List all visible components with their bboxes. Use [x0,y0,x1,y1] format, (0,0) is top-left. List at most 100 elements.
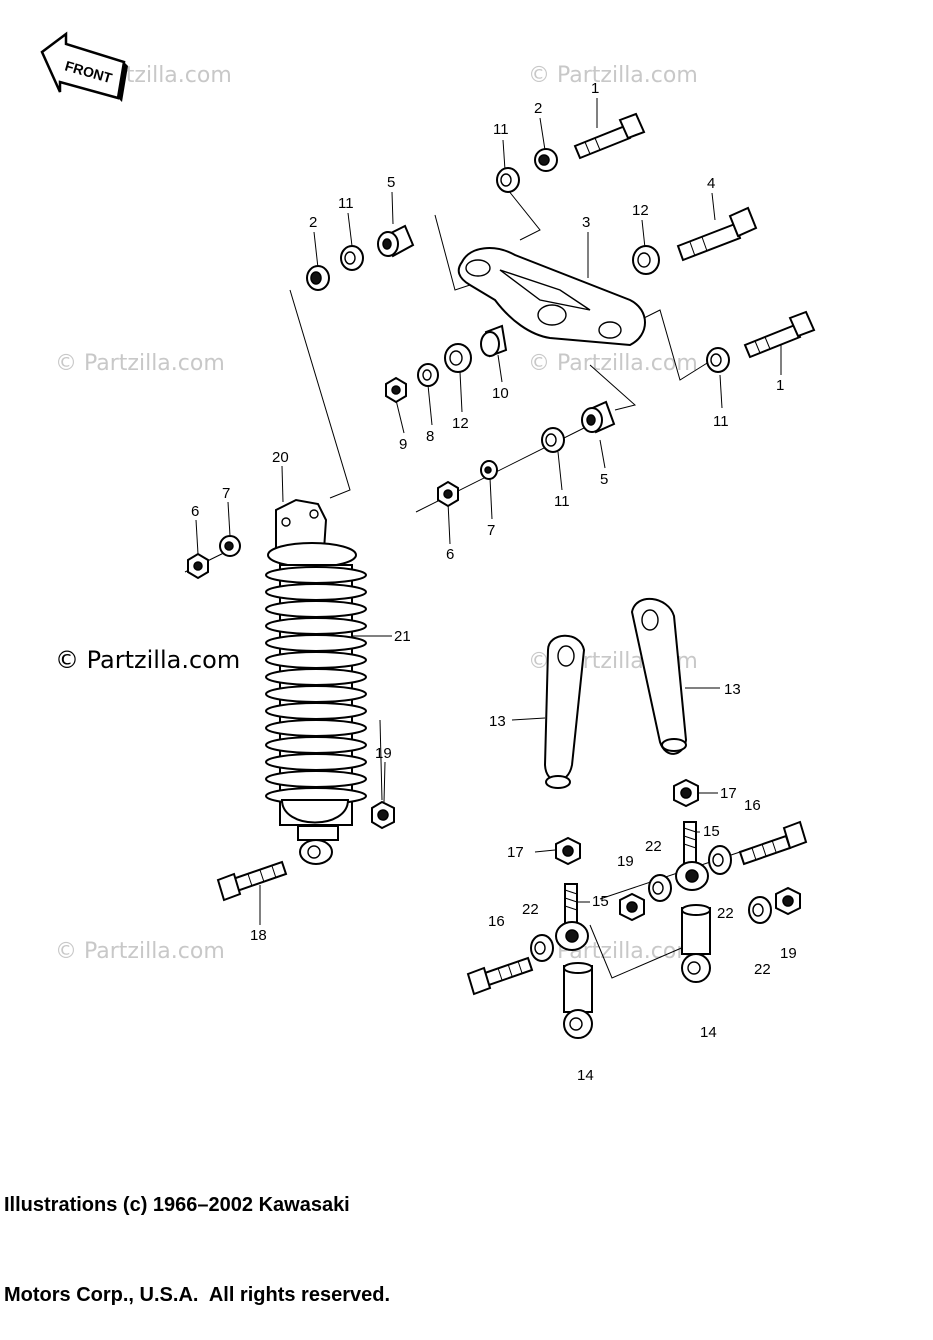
rod-end-part-14-right [681,904,711,983]
nut-part-17-left [555,836,581,866]
spring-coil [265,617,367,635]
watermark: © Partzilla.com [528,351,698,376]
callout-22: 22 [717,905,734,922]
callout-21: 21 [394,628,411,645]
callout-4: 4 [707,175,715,192]
callout-7: 7 [222,485,230,502]
callout-14: 14 [577,1067,594,1084]
nut-part-6-shock [187,552,209,580]
callout-22: 22 [645,838,662,855]
washer-part-11-left [340,245,364,271]
callout-20: 20 [272,449,289,466]
washer-part-11-upper [496,167,520,193]
washer-part-22-c [708,845,732,875]
callout-3: 3 [582,214,590,231]
bolt-part-18 [216,860,288,902]
spring-coil [265,651,367,669]
callout-1: 1 [776,377,784,394]
callout-1: 1 [591,80,599,97]
stud-part-15-right [675,821,709,891]
spring-coil [265,566,367,584]
front-arrow-icon: FRONT [40,31,128,102]
bolt-part-16-right [738,820,808,866]
callout-15: 15 [703,823,720,840]
washer-part-22-a [530,934,554,962]
callout-12: 12 [452,415,469,432]
callout-11: 11 [713,413,729,430]
callout-17: 17 [507,844,524,861]
caption-line-1: Illustrations (c) 1966–2002 Kawasaki [4,1194,350,1216]
callout-2: 2 [309,214,317,231]
callout-16: 16 [744,797,761,814]
callout-22: 22 [754,961,771,978]
callout-17: 17 [720,785,737,802]
caption-line-2: Motors Corp., U.S.A. All rights reserved… [4,1284,390,1306]
spring-coil [265,668,367,686]
callout-11: 11 [554,493,570,510]
callout-5: 5 [600,471,608,488]
rod-end-part-14-left [563,962,593,1039]
callout-18: 18 [250,927,267,944]
callout-5: 5 [387,174,395,191]
callout-15: 15 [592,893,609,910]
copyright-caption: Illustrations (c) 1966–2002 Kawasaki Mot… [4,1130,390,1340]
spring-coil [265,770,367,788]
watermark: © Partzilla.com [528,63,698,88]
callout-13: 13 [489,713,506,730]
bushing-part-5-lower [581,400,616,434]
nut-part-19-left [619,892,645,922]
callout-11: 11 [338,195,354,212]
tie-rod-part-13-left [543,634,586,789]
bushing-part-5-upper [377,224,415,258]
washer-part-7-shock [219,535,241,557]
callout-6: 6 [446,546,454,563]
watermark: © Partzilla.com [55,646,240,674]
callout-11: 11 [493,121,509,138]
callouts: 1 1 2 2 3 4 5 5 6 6 7 7 8 9 10 11 11 11 … [191,80,797,1084]
collar-part-12-middle [444,343,472,373]
callout-10: 10 [492,385,509,402]
callout-22: 22 [522,901,539,918]
callout-16: 16 [488,913,505,930]
callout-19: 19 [617,853,634,870]
spring-coil [265,702,367,720]
nut-part-17-right [673,778,699,808]
callout-13: 13 [724,681,741,698]
callout-19: 19 [780,945,797,962]
nut-part-19-shock [371,800,395,830]
washer-part-2-upper [534,148,558,172]
tie-rod-part-13-right [630,597,688,755]
washer-part-2-left [306,265,330,291]
nut-part-6-lower [437,480,459,508]
watermark: © Partzilla.com [55,939,225,964]
washer-part-22-d [748,896,772,924]
callout-lines [195,98,782,925]
spring-coil [265,583,367,601]
washer-part-22-b [648,874,672,902]
spring-coil [265,685,367,703]
rear-suspension-parts-diagram: © Partzilla.com © Partzilla.com © Partzi… [40,31,816,1084]
callout-8: 8 [426,428,434,445]
bolt-part-1-upper [573,112,646,160]
spring-coil [265,634,367,652]
callout-14: 14 [700,1024,717,1041]
callout-9: 9 [399,436,407,453]
callout-2: 2 [534,100,542,117]
callout-19: 19 [375,745,392,762]
washer-part-11-right [706,347,730,373]
guide-lines [184,179,741,979]
callout-12: 12 [632,202,649,219]
nut-part-19-right [775,886,801,916]
stud-part-15-left [555,883,589,951]
callout-6: 6 [191,503,199,520]
shock-absorber-part-21 [265,498,367,865]
collar-part-10 [480,324,508,358]
spring-coil [265,736,367,754]
watermark: © Partzilla.com [528,939,698,964]
bolt-part-1-lower [743,310,816,359]
callout-7: 7 [487,522,495,539]
bolt-part-4 [676,206,758,262]
washer-part-7-lower [480,460,498,480]
washer-part-8 [417,363,439,387]
spring-coil [265,719,367,737]
